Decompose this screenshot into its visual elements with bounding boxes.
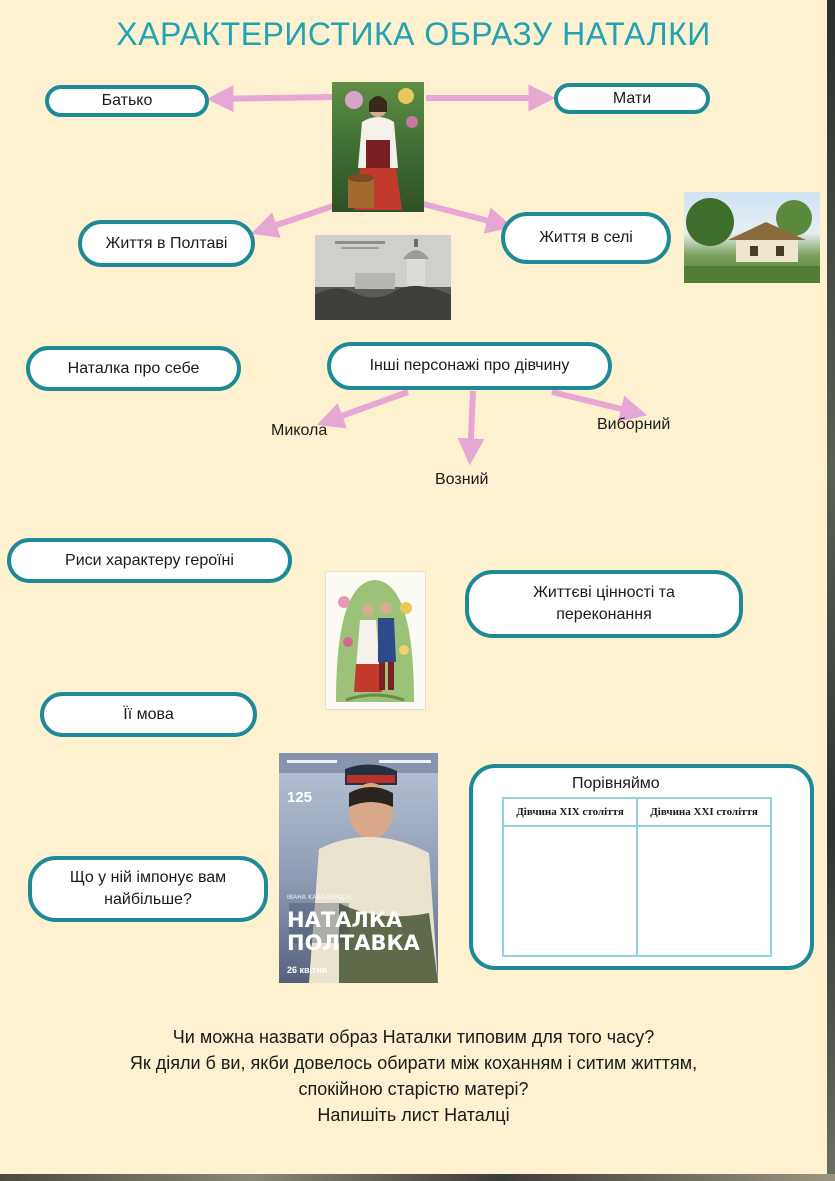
poster-date: 26 квітня (287, 965, 328, 975)
questions-block: Чи можна назвати образ Наталки типовим д… (60, 1024, 767, 1128)
compare-label: Порівняймо (572, 775, 660, 792)
node-speech: Її мова (40, 692, 257, 737)
compare-cell-21st[interactable] (636, 825, 772, 957)
label-vybornyi: Виборний (597, 416, 671, 433)
poster-director: ІВАНА КАВАЛЕРІДЗЕ (287, 895, 353, 901)
page-title: ХАРАКТЕРИСТИКА ОБРАЗУ НАТАЛКИ (116, 16, 711, 52)
node-father: Батько (45, 85, 209, 117)
arrow-to-vybornyi (551, 389, 648, 422)
arrow-to-voznyi (457, 390, 485, 466)
node-self: Наталка про себе (26, 346, 241, 391)
question-4: Напишіть лист Наталці (317, 1105, 510, 1125)
node-values: Життєві цінності та переконання (465, 570, 743, 638)
poster-film-title-line2: ПОЛТАВКА (287, 931, 420, 955)
node-mother: Мати (554, 83, 710, 114)
poltava-photo (315, 235, 451, 320)
arrow-to-mykola (316, 389, 410, 429)
question-2: Як діяли б ви, якби довелось обирати між… (129, 1053, 698, 1073)
background-edge-bottom (0, 1174, 835, 1181)
compare-col-19th: Дівчина XIX століття (502, 797, 638, 827)
label-voznyi: Возний (435, 471, 489, 488)
couple-illustration (325, 571, 426, 710)
node-traits: Риси характеру героїні (7, 538, 292, 583)
node-appeal: Що у ній імпонує вам найбільше? (28, 856, 268, 922)
node-appeal-text: Що у ній імпонує вам найбільше? (69, 869, 227, 908)
background-edge-right (827, 0, 835, 1181)
node-others: Інші персонажі про дівчину (327, 342, 612, 390)
compare-cell-19th[interactable] (502, 825, 638, 957)
arrow-to-village (415, 199, 514, 234)
node-village-life: Життя в селі (501, 212, 671, 264)
film-poster: 125 ІВАНА КАВАЛЕРІДЗЕ НАТАЛКА ПОЛТАВКА 2… (279, 753, 438, 983)
village-photo (684, 192, 820, 283)
node-poltava-life: Життя в Полтаві (78, 220, 255, 267)
arrow-to-father (206, 85, 333, 113)
compare-table: Дівчина XIX століття Дівчина XXI столітт… (502, 797, 772, 957)
compare-col-21st: Дівчина XXI століття (636, 797, 772, 827)
natalka-illustration (332, 82, 424, 212)
poster-film-title-line1: НАТАЛКА (287, 908, 403, 932)
question-1: Чи можна назвати образ Наталки типовим д… (172, 1027, 655, 1047)
poster-number: 125 (287, 789, 313, 806)
label-mykola: Микола (271, 422, 328, 439)
question-3: спокійною старістю матері? (298, 1079, 529, 1099)
arrow-to-poltava (250, 199, 346, 238)
node-values-text: Життєві цінності та переконання (533, 584, 675, 623)
